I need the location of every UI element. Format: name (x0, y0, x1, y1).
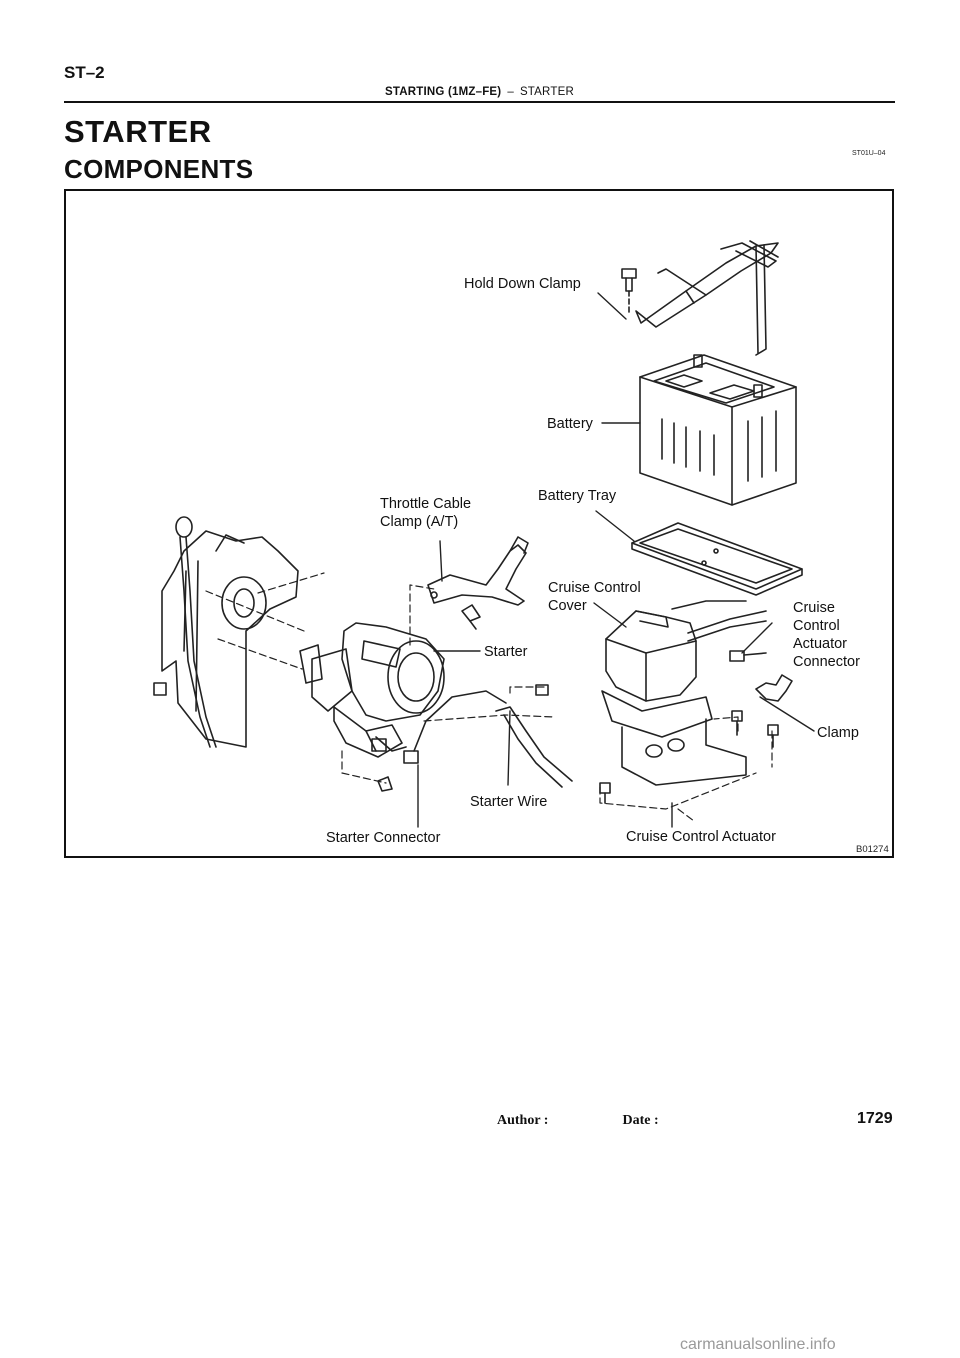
callout-cruise-control-actuator: Cruise Control Actuator (626, 829, 776, 845)
running-head-subject: STARTER (519, 86, 574, 98)
engine-block-drawing (153, 530, 299, 748)
assembly-lines-drawing (205, 572, 773, 822)
callout-throttle-cable-clamp: Throttle Cable Clamp (A/T) (380, 496, 472, 530)
callout-battery: Battery (547, 416, 593, 432)
section-title: COMPONENTS (64, 154, 254, 184)
mounting-bolts-drawing (377, 604, 779, 804)
callout-cruise-control-actuator-connector: Cruise Control Actuator Connector (793, 600, 860, 670)
figure-code: B01274 (856, 844, 889, 855)
document-code: ST01U–04 (852, 150, 886, 157)
leader-lines (417, 292, 815, 828)
author-label: Author : (497, 1113, 549, 1128)
watermark: carmanualsonline.info (680, 1336, 836, 1353)
callout-battery-tray: Battery Tray (538, 488, 617, 504)
section-code: ST–2 (64, 63, 105, 82)
battery-tray-drawing (631, 522, 803, 596)
callout-starter-connector: Starter Connector (326, 830, 441, 846)
battery-drawing (639, 354, 797, 506)
running-head: STARTING (1MZ–FE)–STARTER (64, 86, 895, 98)
callout-clamp: Clamp (817, 725, 859, 741)
actuator-connector-drawing (729, 650, 767, 662)
callout-starter: Starter (484, 644, 528, 660)
cable-clamp-drawing (755, 674, 793, 702)
throttle-cable-clamp-drawing (427, 536, 529, 606)
running-head-chapter: STARTING (1MZ–FE) (385, 86, 502, 98)
callout-cruise-control-cover: Cruise Control Cover (548, 580, 641, 614)
clamp-bolt-drawing (621, 268, 637, 316)
cruise-control-actuator-drawing (601, 600, 767, 786)
dipstick-drawing (175, 516, 217, 748)
footer-labels: Author : Date : (497, 1113, 733, 1129)
date-label: Date : (622, 1113, 659, 1128)
starter-drawing (299, 622, 445, 758)
running-head-separator: – (507, 86, 514, 98)
components-illustration (153, 240, 815, 828)
hold-down-clamp-drawing (635, 240, 779, 356)
page-title: STARTER (64, 114, 212, 149)
page-number: 1729 (857, 1110, 893, 1127)
starter-wire-drawing (403, 690, 573, 788)
callout-starter-wire: Starter Wire (470, 794, 548, 810)
callout-hold-down-clamp: Hold Down Clamp (464, 276, 581, 292)
header-rule (64, 101, 895, 103)
components-figure: Hold Down Clamp Battery Battery Tray Thr… (64, 189, 894, 858)
